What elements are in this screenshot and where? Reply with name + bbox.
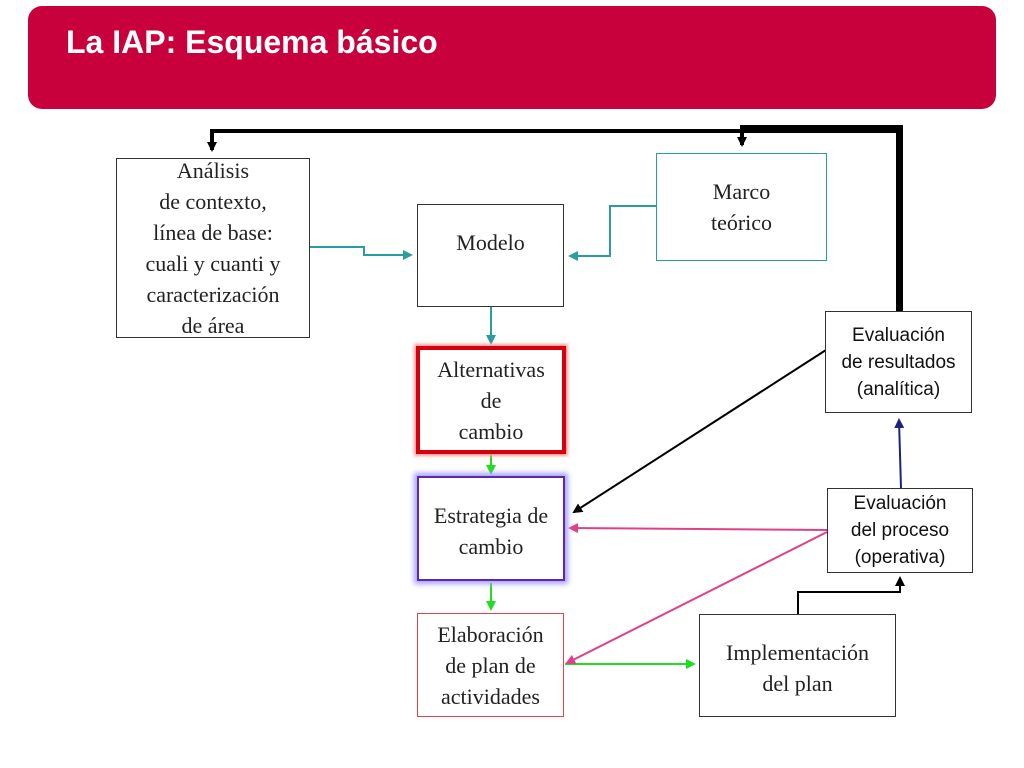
implementacion-line-1: Implementación [726, 640, 869, 665]
elaboracion-line-3: actividades [441, 683, 540, 709]
arrow-proceso-to-resultados [894, 418, 905, 489]
alternativas-line-1: Alternativas [437, 356, 545, 382]
eval-proceso-line-1: Evaluación [853, 493, 947, 514]
arrow-proceso-to-elaboracion [565, 531, 828, 664]
elaboracion-box: Elaboración de plan de actividades [417, 613, 564, 717]
eval-resultados-box: Evaluación de resultados (analítica) [825, 311, 972, 413]
alternativas-line-2: de [480, 387, 502, 413]
estrategia-line-2: cambio [458, 534, 524, 559]
modelo-box: Modelo [417, 204, 564, 307]
analisis-line-5: caracterización [146, 282, 280, 307]
implementacion-box: Implementación del plan [699, 614, 896, 717]
feedback-arrow-to-marco [737, 125, 903, 311]
analisis-line-4: cuali y cuanti y [145, 251, 281, 276]
marco-line-1: Marco [712, 179, 771, 204]
eval-proceso-line-2: del proceso [850, 520, 950, 541]
marco-box: Marco teórico [656, 153, 827, 261]
marco-line-2: teórico [710, 210, 773, 235]
eval-proceso-line-3: (operativa) [854, 547, 946, 568]
arrow-proceso-to-estrategia [568, 523, 828, 534]
slide-title: La IAP: Esquema básico [66, 24, 438, 60]
eval-resultados-line-3: (analítica) [856, 378, 941, 400]
modelo-label: Modelo [456, 230, 525, 255]
analisis-line-6: de área [181, 313, 245, 338]
elaboracion-line-1: Elaboración [437, 621, 544, 647]
feedback-arrow-to-analisis [207, 129, 900, 311]
estrategia-line-1: Estrategia de [433, 503, 549, 528]
implementacion-line-2: del plan [762, 671, 833, 696]
alternativas-box: Alternativas de cambio [416, 346, 566, 454]
eval-resultados-line-2: de resultados [841, 351, 956, 373]
arrow-implementacion-to-proceso [797, 576, 905, 614]
eval-proceso-box: Evaluación del proceso (operativa) [827, 488, 973, 573]
analisis-box: Análisis de contexto, línea de base: cua… [116, 158, 310, 338]
arrow-analisis-to-modelo [309, 246, 413, 260]
title-banner: La IAP: Esquema básico [28, 6, 996, 109]
elaboracion-line-2: de plan de [445, 652, 536, 678]
arrow-marco-to-modelo [568, 205, 656, 261]
analisis-line-1: Análisis [176, 158, 250, 183]
alternativas-line-3: cambio [458, 418, 524, 444]
analisis-line-3: línea de base: [153, 220, 273, 245]
eval-resultados-line-1: Evaluación [852, 324, 945, 346]
analisis-line-2: de contexto, [159, 189, 267, 214]
arrow-resultados-to-estrategia [572, 349, 827, 514]
estrategia-box: Estrategia de cambio [417, 476, 565, 581]
